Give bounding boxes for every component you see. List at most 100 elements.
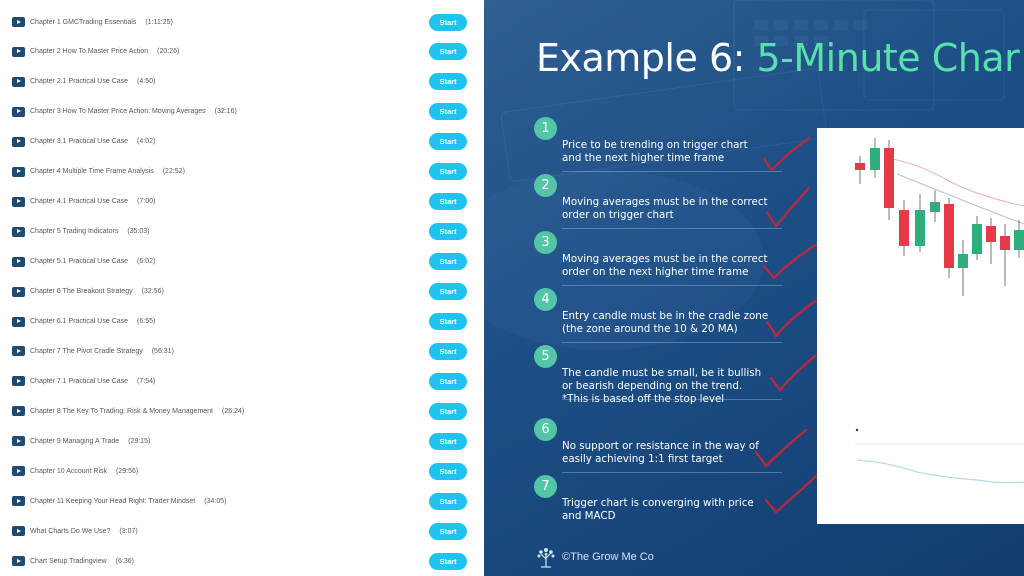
tree-logo-icon bbox=[537, 548, 555, 568]
start-button[interactable]: Start bbox=[429, 432, 467, 450]
playlist-row[interactable]: Chapter 6 The Breakout Strategy (32:56) St… bbox=[0, 277, 484, 307]
play-icon[interactable] bbox=[12, 496, 25, 507]
step-text-line: Moving averages must be in the correct bbox=[562, 196, 768, 208]
chapter-duration: (34:05) bbox=[204, 497, 227, 505]
playlist-row[interactable]: Chapter 11 Keeping Your Head Right: Trad… bbox=[0, 486, 484, 516]
checkmark-icon bbox=[762, 242, 819, 280]
start-button[interactable]: Start bbox=[429, 253, 467, 271]
chapter-name: Chapter 2 How To Master Price Action bbox=[30, 48, 149, 56]
playlist-row[interactable]: Chapter 3.1 Practical Use Case(4:02)Star… bbox=[0, 127, 484, 157]
playlist-row[interactable]: Chart Setup Tradingview(6:36) Start bbox=[0, 546, 484, 576]
playlist-row[interactable]: Chapter 4.1 Practical Use Case(7:00)Star… bbox=[0, 187, 484, 217]
start-button[interactable]: Start bbox=[429, 402, 467, 420]
checkmark-icon bbox=[765, 186, 811, 228]
step-text-line: No support or resistance in the way of bbox=[562, 440, 759, 452]
play-icon[interactable] bbox=[12, 406, 25, 417]
play-icon[interactable] bbox=[12, 556, 25, 567]
candle-body bbox=[958, 254, 968, 268]
start-button[interactable]: Start bbox=[429, 342, 467, 360]
play-icon[interactable] bbox=[12, 376, 25, 387]
step-number-badge: 7 bbox=[534, 475, 557, 498]
playlist-row[interactable]: Chapter 5 Trading Indicators(35:03) Start bbox=[0, 217, 484, 247]
playlist-row[interactable]: Chapter 4 Multiple Time Frame Analysis(2… bbox=[0, 157, 484, 187]
chapter-duration: (32:56) bbox=[141, 288, 164, 296]
chapter-title: Chapter 5 Trading Indicators(35:03) bbox=[30, 228, 150, 235]
play-icon[interactable] bbox=[12, 46, 25, 57]
chapter-name: Chapter 10 Account Risk bbox=[30, 467, 108, 475]
start-button[interactable]: Start bbox=[429, 223, 467, 241]
playlist-row[interactable]: Chapter 8 The Key To Trading: Risk & Mon… bbox=[0, 396, 484, 426]
candle-body bbox=[1000, 236, 1010, 250]
start-button[interactable]: Start bbox=[429, 492, 467, 510]
start-button[interactable]: Start bbox=[429, 522, 467, 540]
playlist-row[interactable]: Chapter 6.1 Practical Use Case(6:55) Star… bbox=[0, 307, 484, 337]
chapter-name: Chapter 4.1 Practical Use Case bbox=[30, 198, 129, 206]
chapter-title: Chapter 2.1 Practical Use Case(4:50) bbox=[30, 78, 155, 85]
chart-marker bbox=[855, 428, 859, 432]
checkmark-icon bbox=[765, 298, 819, 338]
start-button[interactable]: Start bbox=[429, 283, 467, 301]
checkmark-icon bbox=[762, 136, 811, 172]
step-text-line: (the zone around the 10 & 20 MA) bbox=[562, 323, 738, 335]
playlist-row[interactable]: Chapter 9 Managing A Trade(29:15) Start bbox=[0, 426, 484, 456]
play-icon[interactable] bbox=[12, 316, 25, 327]
playlist-row[interactable]: Chapter 5.1 Practical Use Case(6:02)Star… bbox=[0, 247, 484, 277]
playlist-row[interactable]: Chapter 7 The Pivot Cradle Strategy (56:3… bbox=[0, 336, 484, 366]
play-icon[interactable] bbox=[12, 166, 25, 177]
start-button[interactable]: Start bbox=[429, 552, 467, 570]
start-button[interactable]: Start bbox=[429, 73, 467, 91]
chapter-duration: (22:52) bbox=[162, 168, 185, 176]
start-button[interactable]: Start bbox=[429, 313, 467, 330]
start-button[interactable]: Start bbox=[429, 43, 467, 61]
step-text-line: Trigger chart is converging with price bbox=[562, 497, 754, 509]
play-icon[interactable] bbox=[12, 136, 25, 147]
play-icon[interactable] bbox=[12, 526, 25, 537]
chapter-title: Chapter 6.1 Practical Use Case(6:55) bbox=[30, 318, 155, 325]
start-button[interactable]: Start bbox=[429, 13, 467, 31]
playlist-row[interactable]: Chapter 3 How To Master Price Action: Mo… bbox=[0, 97, 484, 127]
playlist-row[interactable]: Chapter 1 GMCTrading Essentials(1:11:25)… bbox=[0, 7, 484, 37]
play-icon[interactable] bbox=[12, 76, 25, 87]
play-icon[interactable] bbox=[12, 436, 25, 447]
playlist-row[interactable]: What Charts Do We Use?(3:07)Start bbox=[0, 516, 484, 546]
start-button[interactable]: Start bbox=[429, 372, 467, 390]
chapter-title: Chart Setup Tradingview(6:36) bbox=[30, 558, 134, 565]
playlist-row[interactable]: Chapter 7.1 Practical Use Case(7:54)Star… bbox=[0, 366, 484, 396]
candle-body bbox=[1014, 230, 1024, 250]
start-button[interactable]: Start bbox=[429, 103, 467, 121]
chapter-name: Chapter 6 The Breakout Strategy bbox=[30, 288, 133, 296]
moving-average-line bbox=[896, 173, 1024, 225]
chapter-duration: (56:31) bbox=[151, 347, 174, 355]
step-number-badge: 6 bbox=[534, 418, 557, 441]
start-button[interactable]: Start bbox=[429, 133, 467, 151]
chapter-duration: (29:56) bbox=[116, 467, 139, 475]
start-button[interactable]: Start bbox=[429, 462, 467, 480]
playlist-row[interactable]: Chapter 2 How To Master Price Action(20:… bbox=[0, 37, 484, 67]
chapter-name: Chapter 7 The Pivot Cradle Strategy bbox=[30, 347, 143, 355]
step-divider bbox=[562, 399, 782, 400]
play-icon[interactable] bbox=[12, 106, 25, 117]
start-button[interactable]: Start bbox=[429, 163, 467, 181]
chapter-duration: (4:02) bbox=[137, 138, 156, 146]
playlist-row[interactable]: Chapter 10 Account Risk (29:56) Start bbox=[0, 456, 484, 486]
chapter-duration: (6:55) bbox=[137, 318, 156, 325]
play-icon[interactable] bbox=[12, 196, 25, 207]
step-text-line: and MACD bbox=[562, 510, 616, 522]
candle-body bbox=[870, 148, 880, 170]
chapter-title: Chapter 9 Managing A Trade(29:15) bbox=[30, 438, 150, 445]
play-icon[interactable] bbox=[12, 466, 25, 477]
play-icon[interactable] bbox=[12, 256, 25, 267]
start-button[interactable]: Start bbox=[429, 193, 467, 211]
chapter-name: Chapter 5 Trading Indicators bbox=[30, 228, 119, 236]
step-divider bbox=[562, 228, 782, 229]
playlist-row[interactable]: Chapter 2.1 Practical Use Case(4:50) Star… bbox=[0, 67, 484, 97]
play-icon[interactable] bbox=[12, 226, 25, 237]
play-icon[interactable] bbox=[12, 346, 25, 357]
play-icon[interactable] bbox=[12, 17, 25, 27]
play-icon[interactable] bbox=[12, 286, 25, 297]
chapter-playlist: Chapter 1 GMCTrading Essentials(1:11:25)… bbox=[0, 0, 484, 576]
chapter-title: Chapter 1 GMCTrading Essentials(1:11:25) bbox=[30, 19, 173, 26]
